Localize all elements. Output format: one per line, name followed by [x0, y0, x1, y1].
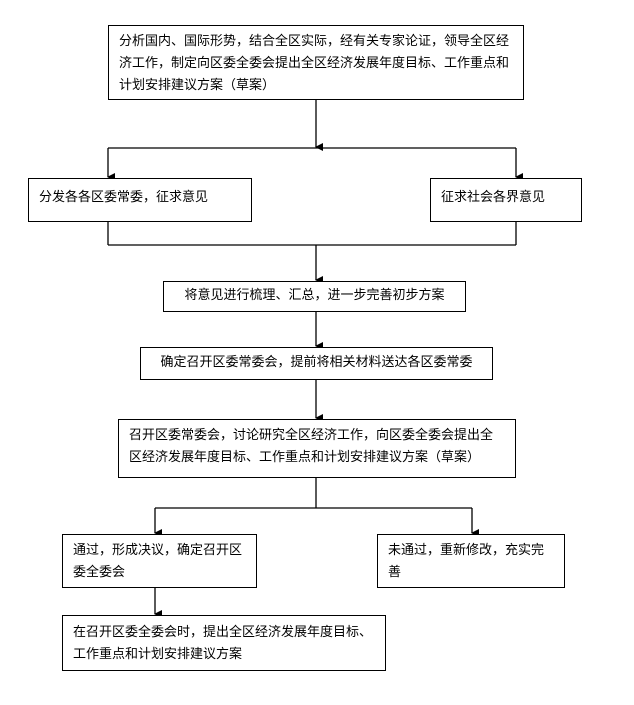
node-distribute-standing-committee: 分发各各区委常委，征求意见	[28, 178, 252, 222]
node-compile-opinions: 将意见进行梳理、汇总，进一步完善初步方案	[163, 281, 466, 312]
node-standing-committee-meeting: 召开区委常委会，讨论研究全区经济工作，向区委全委会提出全区经济发展年度目标、工作…	[118, 419, 516, 478]
node-analyze-draft: 分析国内、国际形势，结合全区实际，经有关专家论证，领导全区经济工作，制定向区委全…	[108, 25, 524, 100]
node-plenary-proposal: 在召开区委全委会时，提出全区经济发展年度目标、工作重点和计划安排建议方案	[62, 615, 386, 671]
node-not-approved: 未通过，重新修改，充实完善	[377, 534, 565, 588]
node-approved: 通过，形成决议，确定召开区委全委会	[62, 534, 257, 588]
node-schedule-meeting: 确定召开区委常委会，提前将相关材料送达各区委常委	[140, 347, 493, 380]
node-solicit-public-opinion: 征求社会各界意见	[430, 178, 582, 222]
